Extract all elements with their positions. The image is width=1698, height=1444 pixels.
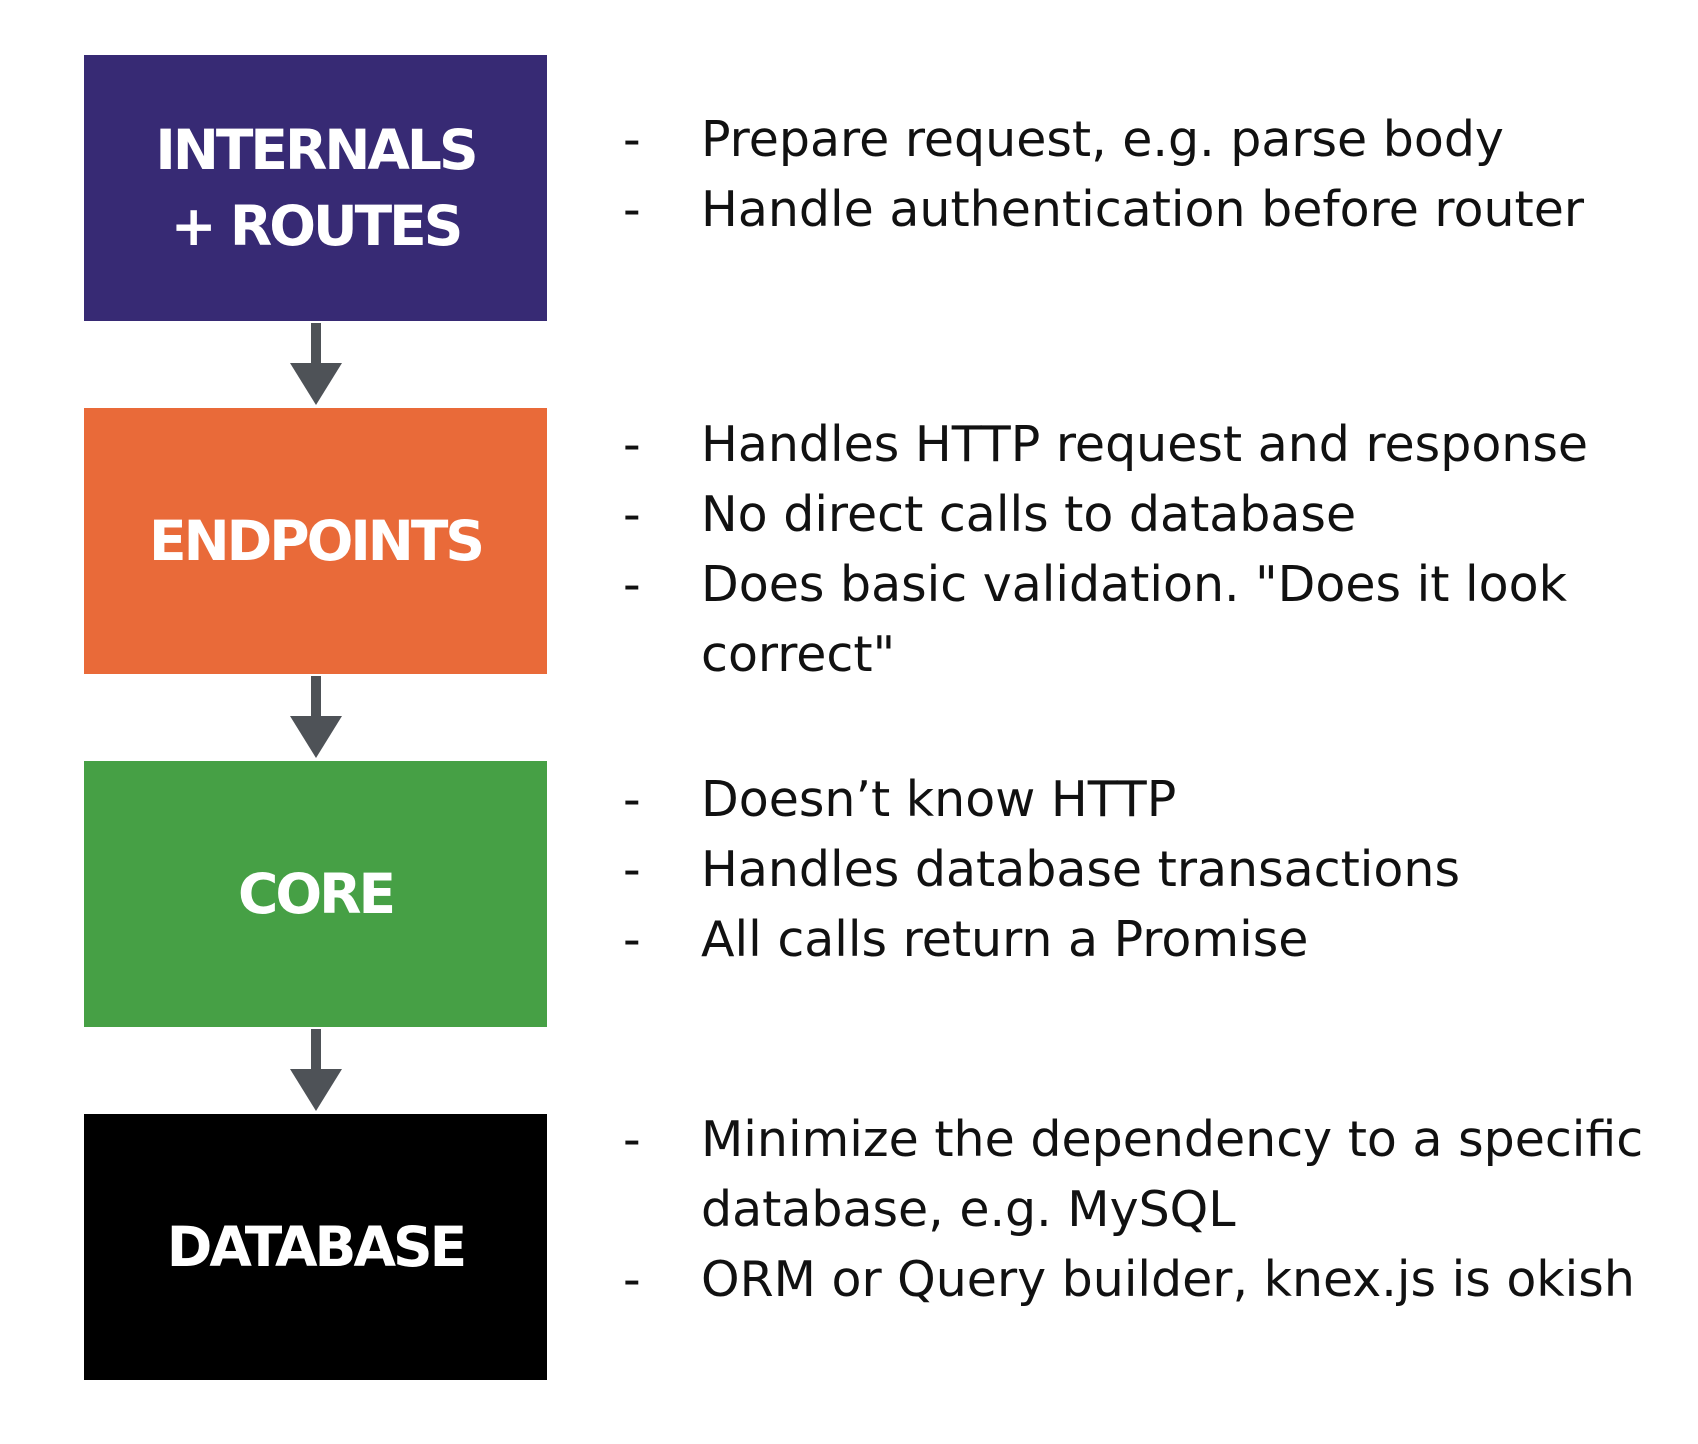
layer-box-database: DATABASE: [84, 1114, 547, 1380]
note-item: - ORM or Query builder, knex.js is okish: [615, 1245, 1690, 1315]
note-text: Doesn’t know HTTP: [701, 771, 1177, 828]
note-text: Does basic validation. "Does it look cor…: [701, 556, 1567, 683]
arrow-down-icon: [290, 676, 342, 758]
note-text: No direct calls to database: [701, 486, 1357, 543]
note-item: - All calls return a Promise: [615, 905, 1690, 975]
notes-core: - Doesn’t know HTTP - Handles database tra…: [615, 765, 1690, 975]
note-text: Minimize the dependency to a specific da…: [701, 1111, 1644, 1238]
note-item: - Prepare request, e.g. parse body: [615, 105, 1690, 175]
note-item: - Handles database transactions: [615, 835, 1690, 905]
bullet-dash: -: [623, 181, 641, 238]
note-text: ORM or Query builder, knex.js is okish: [701, 1251, 1635, 1308]
bullet-dash: -: [623, 416, 641, 473]
layer-box-core: CORE: [84, 761, 547, 1027]
bullet-dash: -: [623, 111, 641, 168]
note-item: - Handle authentication before router: [615, 175, 1690, 245]
bullet-dash: -: [623, 556, 641, 613]
note-item: - No direct calls to database: [615, 480, 1690, 550]
note-text: All calls return a Promise: [701, 911, 1309, 968]
layer-box-endpoints: ENDPOINTS: [84, 408, 547, 674]
bullet-dash: -: [623, 771, 641, 828]
bullet-dash: -: [623, 1111, 641, 1168]
bullet-dash: -: [623, 911, 641, 968]
layer-label-internals-routes: INTERNALS + ROUTES: [155, 118, 478, 258]
bullet-dash: -: [623, 486, 641, 543]
bullet-dash: -: [623, 841, 641, 898]
notes-database: - Minimize the dependency to a specific d…: [615, 1105, 1690, 1315]
note-text: Handle authentication before router: [701, 181, 1585, 238]
note-text: Handles database transactions: [701, 841, 1460, 898]
arrow-down-icon: [290, 323, 342, 405]
bullet-dash: -: [623, 1251, 641, 1308]
note-item: - Minimize the dependency to a specific d…: [615, 1105, 1690, 1245]
note-text: Handles HTTP request and response: [701, 416, 1589, 473]
note-item: - Doesn’t know HTTP: [615, 765, 1690, 835]
arrow-down-icon: [290, 1029, 342, 1111]
note-item: - Handles HTTP request and response: [615, 410, 1690, 480]
layer-box-internals-routes: INTERNALS + ROUTES: [84, 55, 547, 321]
layer-label-endpoints: ENDPOINTS: [149, 509, 485, 573]
notes-internals-routes: - Prepare request, e.g. parse body - Handl…: [615, 105, 1690, 245]
note-item: - Does basic validation. "Does it look co…: [615, 550, 1690, 690]
layer-label-database: DATABASE: [166, 1215, 467, 1279]
notes-endpoints: - Handles HTTP request and response - No d…: [615, 410, 1690, 690]
note-text: Prepare request, e.g. parse body: [701, 111, 1504, 168]
layer-label-core: CORE: [237, 862, 396, 926]
